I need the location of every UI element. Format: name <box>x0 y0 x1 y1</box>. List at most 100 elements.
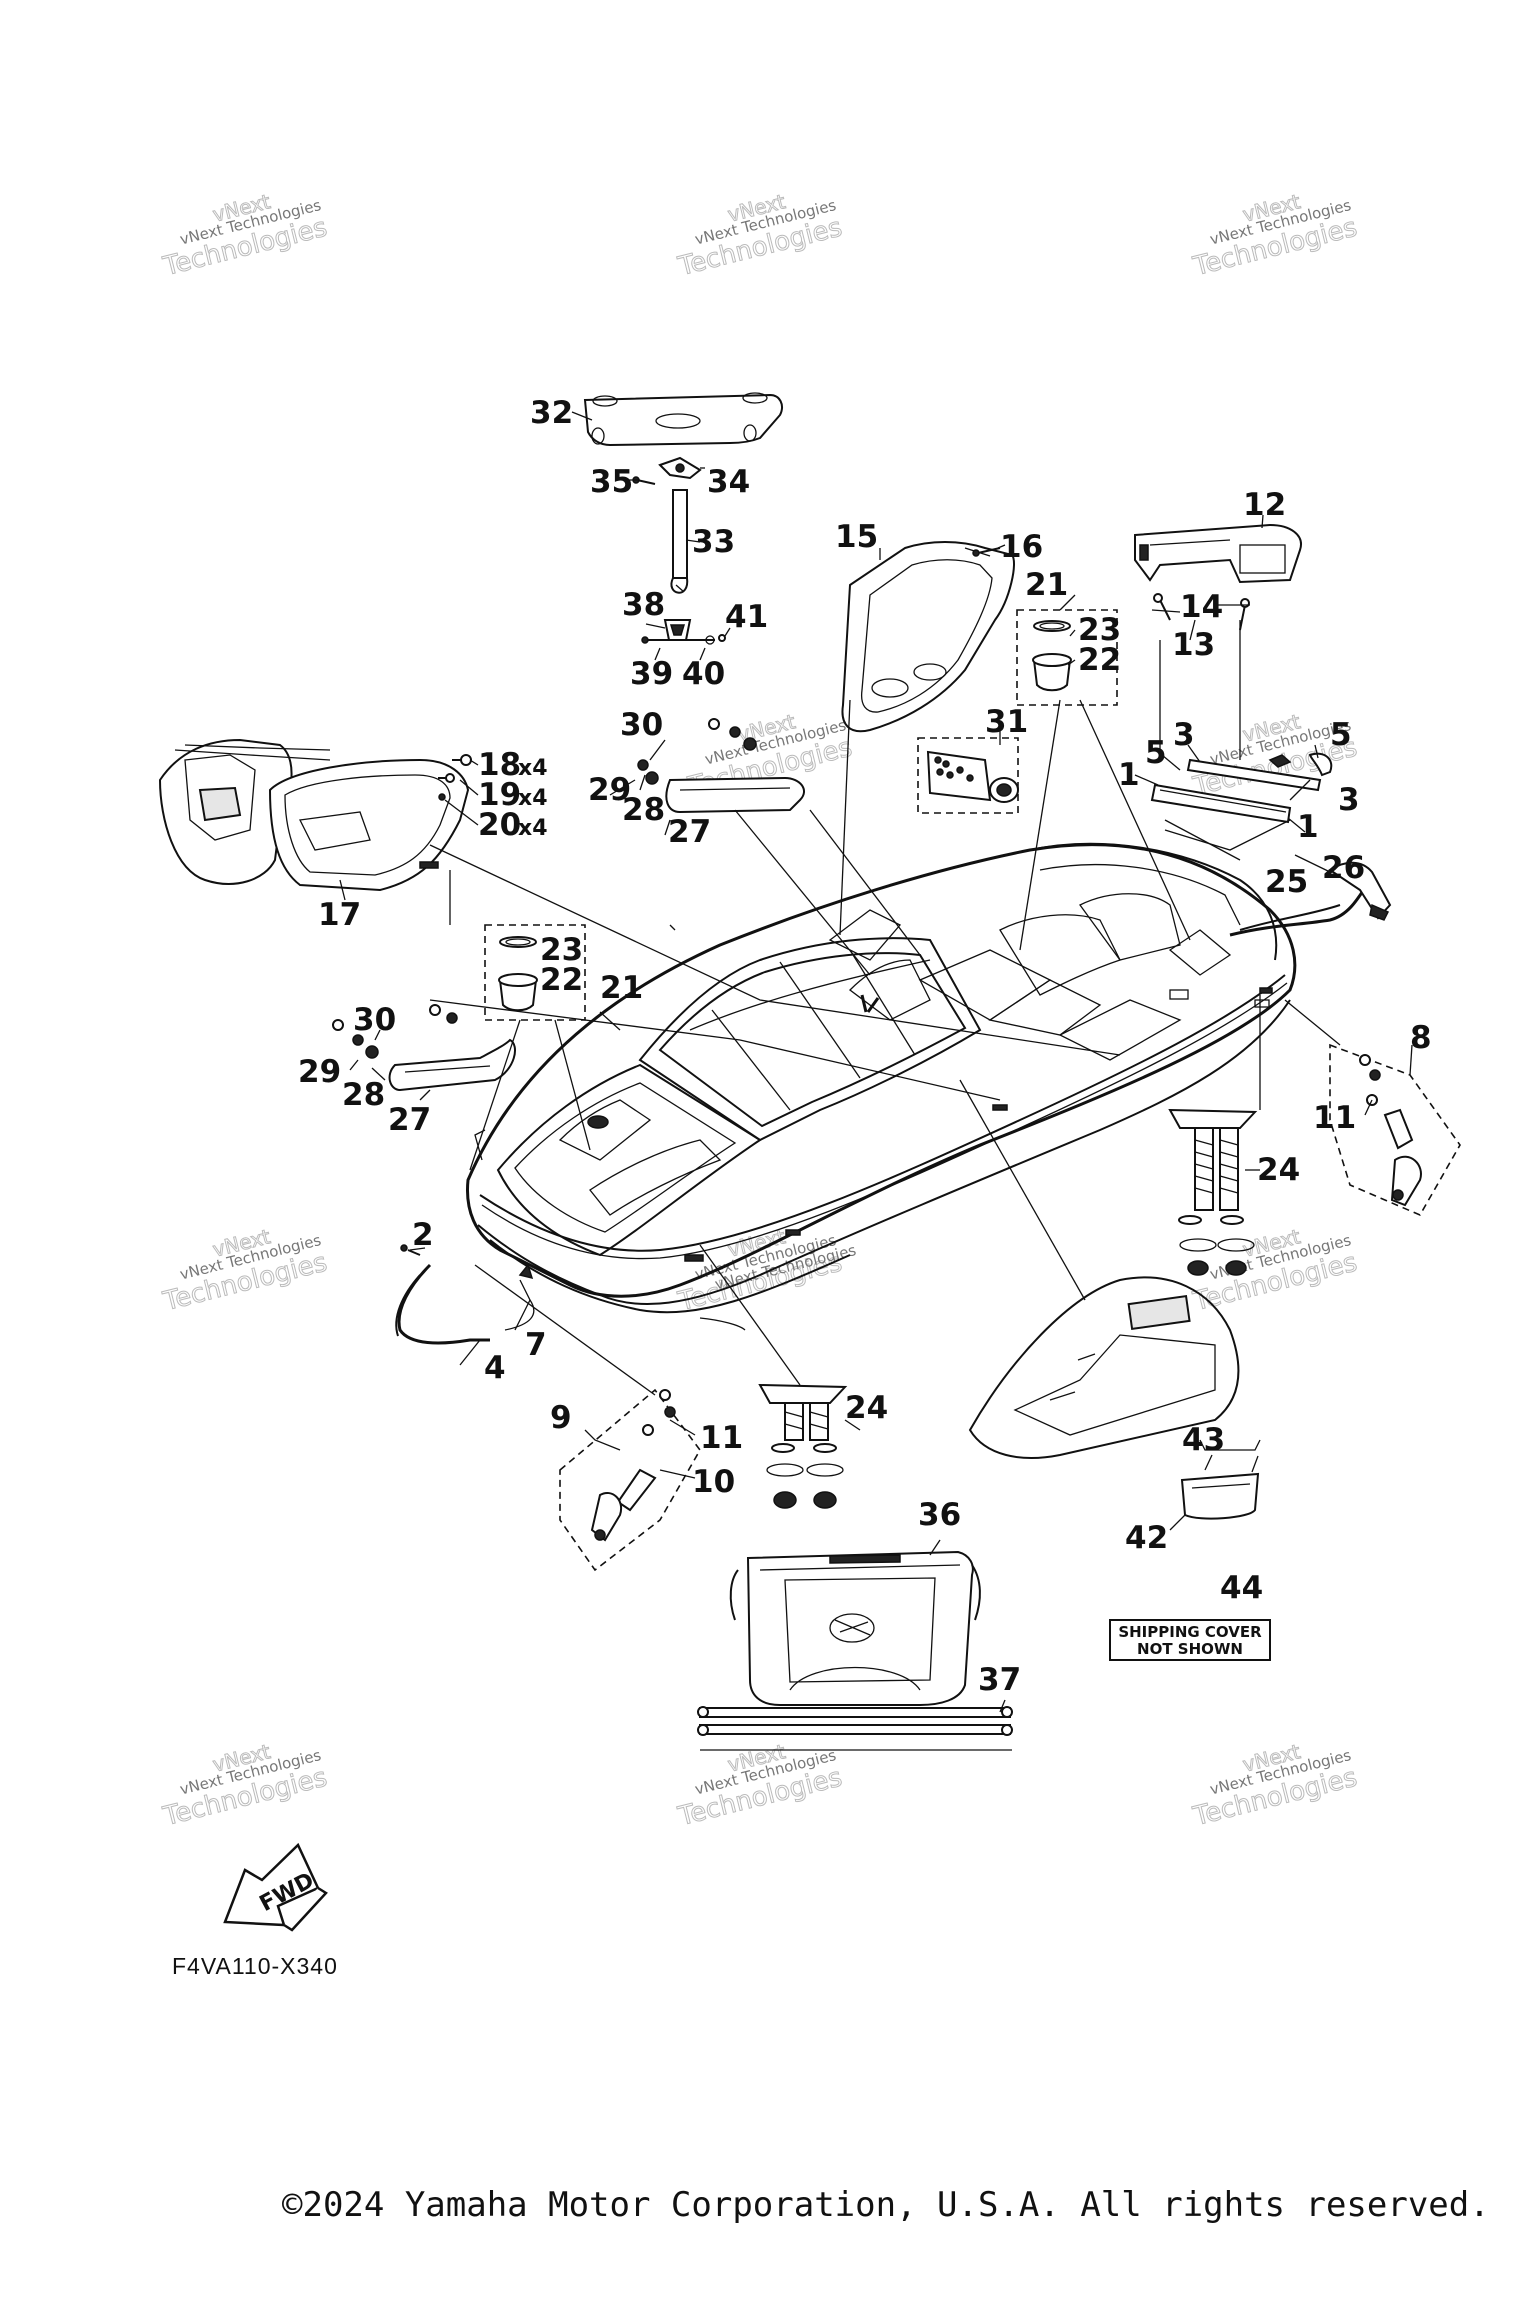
callout-9: 9 <box>550 1400 572 1436</box>
callout-37: 37 <box>978 1662 1021 1698</box>
part-38-41-fitting <box>641 619 726 645</box>
note-line-1: SHIPPING COVER <box>1118 1623 1262 1641</box>
callout-42: 42 <box>1125 1520 1168 1556</box>
callout-12: 12 <box>1243 487 1286 523</box>
callout-16: 16 <box>1000 529 1043 565</box>
callout-23-lower: 23 <box>540 932 583 968</box>
callout-30-lower: 30 <box>353 1002 396 1038</box>
callout-11-right: 11 <box>1313 1100 1356 1136</box>
callout-32: 32 <box>530 395 573 431</box>
note-line-2: NOT SHOWN <box>1137 1640 1243 1658</box>
watermark: vNext vNext Technologies Technologies <box>1189 1739 1360 1833</box>
callout-25: 25 <box>1265 864 1308 900</box>
part-34-bracket <box>658 456 702 480</box>
part-17-windshield-inset <box>158 738 470 892</box>
callout-15: 15 <box>835 519 878 555</box>
callout-44: 44 <box>1220 1570 1263 1606</box>
callout-1-right: 1 <box>1297 809 1319 845</box>
callout-11-left: 11 <box>700 1420 743 1456</box>
callout-labels: 32 35 34 33 38 41 39 40 15 16 21 23 22 3… <box>298 395 1432 1698</box>
callout-7: 7 <box>525 1327 547 1363</box>
callout-18: 18 <box>478 747 521 783</box>
callout-23-upper: 23 <box>1078 612 1121 648</box>
callout-3-lower: 3 <box>1338 782 1360 818</box>
callout-39: 39 <box>630 656 673 692</box>
callout-34: 34 <box>707 464 750 500</box>
callout-40: 40 <box>682 656 725 692</box>
part-33-pole <box>670 489 689 594</box>
callout-8: 8 <box>1410 1020 1432 1056</box>
part-9-tow-eye-left <box>559 1388 701 1572</box>
callout-27-lower: 27 <box>388 1102 431 1138</box>
part-21-cup-holder-lower <box>484 924 586 1021</box>
part-37-rod <box>697 1706 1013 1751</box>
callout-24-left: 24 <box>845 1390 888 1426</box>
watermark: vNext vNext Technologies Technologies <box>674 1739 845 1833</box>
leader-lines <box>339 411 1413 1713</box>
callout-27-upper: 27 <box>668 814 711 850</box>
part-32-seat-base <box>583 392 783 447</box>
boat-hull <box>465 842 1297 1314</box>
part-12-step <box>1134 523 1302 584</box>
multiplier-19: x4 <box>518 786 548 811</box>
callout-1-left: 1 <box>1118 757 1140 793</box>
callout-5-right: 5 <box>1330 717 1352 753</box>
callout-36: 36 <box>918 1497 961 1533</box>
callout-24-right: 24 <box>1257 1152 1300 1188</box>
callout-26: 26 <box>1322 850 1365 886</box>
callout-2: 2 <box>412 1217 434 1253</box>
part-31-switch-panel <box>917 737 1019 814</box>
callout-33: 33 <box>692 524 735 560</box>
callout-28-upper: 28 <box>622 792 665 828</box>
part-24-cleat-right <box>1168 1108 1258 1276</box>
callout-5-left: 5 <box>1145 735 1167 771</box>
part-21-cup-holder-upper <box>1016 609 1118 706</box>
callout-14: 14 <box>1180 589 1223 625</box>
diagram-code: F4VA110-X340 <box>172 1953 338 1979</box>
callout-10: 10 <box>692 1464 735 1500</box>
callout-21-lower: 21 <box>600 970 643 1006</box>
part-25-26-hose <box>1229 861 1392 937</box>
callout-41: 41 <box>725 599 768 635</box>
callout-20: 20 <box>478 807 521 843</box>
part-42-storage-inset <box>968 1276 1260 1520</box>
part-36-cooler <box>729 1550 981 1706</box>
fwd-arrow-icon: FWD <box>223 1842 328 1932</box>
multiplier-18: x4 <box>518 756 548 781</box>
callout-29-upper: 29 <box>588 772 631 808</box>
callout-3-upper: 3 <box>1173 717 1195 753</box>
callout-19: 19 <box>478 777 521 813</box>
callout-17: 17 <box>318 897 361 933</box>
callout-22-lower: 22 <box>540 962 583 998</box>
part-27-handle-upper <box>637 718 805 814</box>
watermark: vNext vNext Technologies Technologies <box>159 189 330 283</box>
callout-29-lower: 29 <box>298 1054 341 1090</box>
callout-30-upper: 30 <box>620 707 663 743</box>
callout-22-upper: 22 <box>1078 642 1121 678</box>
callout-38: 38 <box>622 587 665 623</box>
shipping-cover-note: SHIPPING COVER NOT SHOWN <box>1109 1619 1271 1661</box>
watermark: vNext vNext Technologies Technologies <box>1189 189 1360 283</box>
watermark: vNext vNext Technologies Technologies <box>159 1224 330 1318</box>
watermark: vNext vNext Technologies Technologies <box>159 1739 330 1833</box>
part-1-rail-lower <box>1150 783 1292 824</box>
callout-28-lower: 28 <box>342 1077 385 1113</box>
part-3-rail-upper <box>1186 752 1333 792</box>
watermark: vNext vNext Technologies Technologies <box>674 189 845 283</box>
part-18-20-fasteners <box>438 754 472 801</box>
part-15-glove-box <box>841 541 1016 733</box>
callout-43: 43 <box>1182 1422 1225 1458</box>
callout-13: 13 <box>1172 627 1215 663</box>
callout-35: 35 <box>590 464 633 500</box>
callout-31: 31 <box>985 704 1028 740</box>
callout-21-upper: 21 <box>1025 567 1068 603</box>
callout-4: 4 <box>484 1350 506 1386</box>
multiplier-20: x4 <box>518 816 548 841</box>
part-16-screw <box>972 547 1001 557</box>
part-27-handle-lower <box>332 1004 516 1092</box>
part-8-tow-eye-right <box>1329 1043 1461 1217</box>
part-4-bow-trim <box>395 1244 535 1345</box>
copyright-notice: ©2024 Yamaha Motor Corporation, U.S.A. A… <box>282 2185 1490 2225</box>
